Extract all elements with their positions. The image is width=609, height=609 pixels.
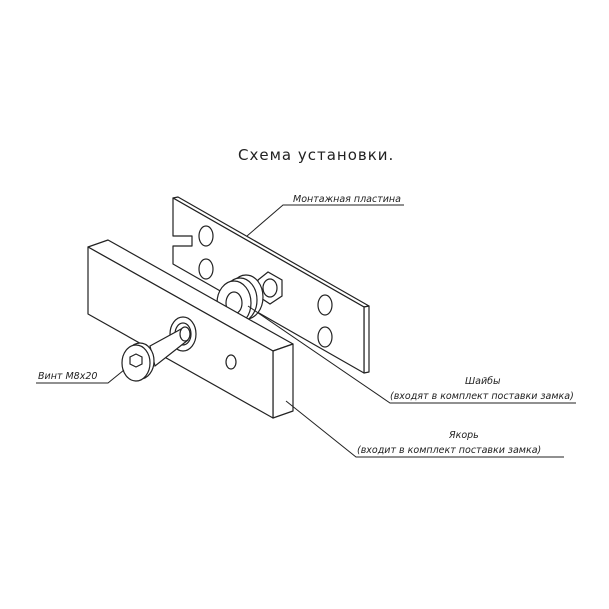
label-washers-note: (входят в комплект поставки замка) <box>390 391 574 402</box>
plate-hole-upper-right <box>317 294 333 316</box>
leader-screw <box>36 369 125 384</box>
label-washers: Шайбы <box>465 376 501 387</box>
diagram-title: Схема установки. <box>238 146 394 164</box>
label-anchor: Якорь <box>448 430 479 441</box>
label-mounting-plate: Монтажная пластина <box>293 194 401 205</box>
leader-lines <box>36 204 576 458</box>
leader-anchor <box>285 400 564 458</box>
hex-socket-icon <box>129 353 143 368</box>
label-anchor-note: (входит в комплект поставки замка) <box>357 445 541 456</box>
label-screw: Винт М8х20 <box>38 371 97 382</box>
leader-washers <box>247 305 576 404</box>
nut-bore <box>262 278 278 298</box>
plate-hole-upper-left <box>198 225 214 247</box>
anchor-pin-hole <box>225 354 237 370</box>
screw <box>121 326 191 382</box>
leader-mounting-plate <box>246 204 404 237</box>
plate-hole-lower-right <box>317 326 333 348</box>
plate-hole-lower-left <box>198 258 214 280</box>
